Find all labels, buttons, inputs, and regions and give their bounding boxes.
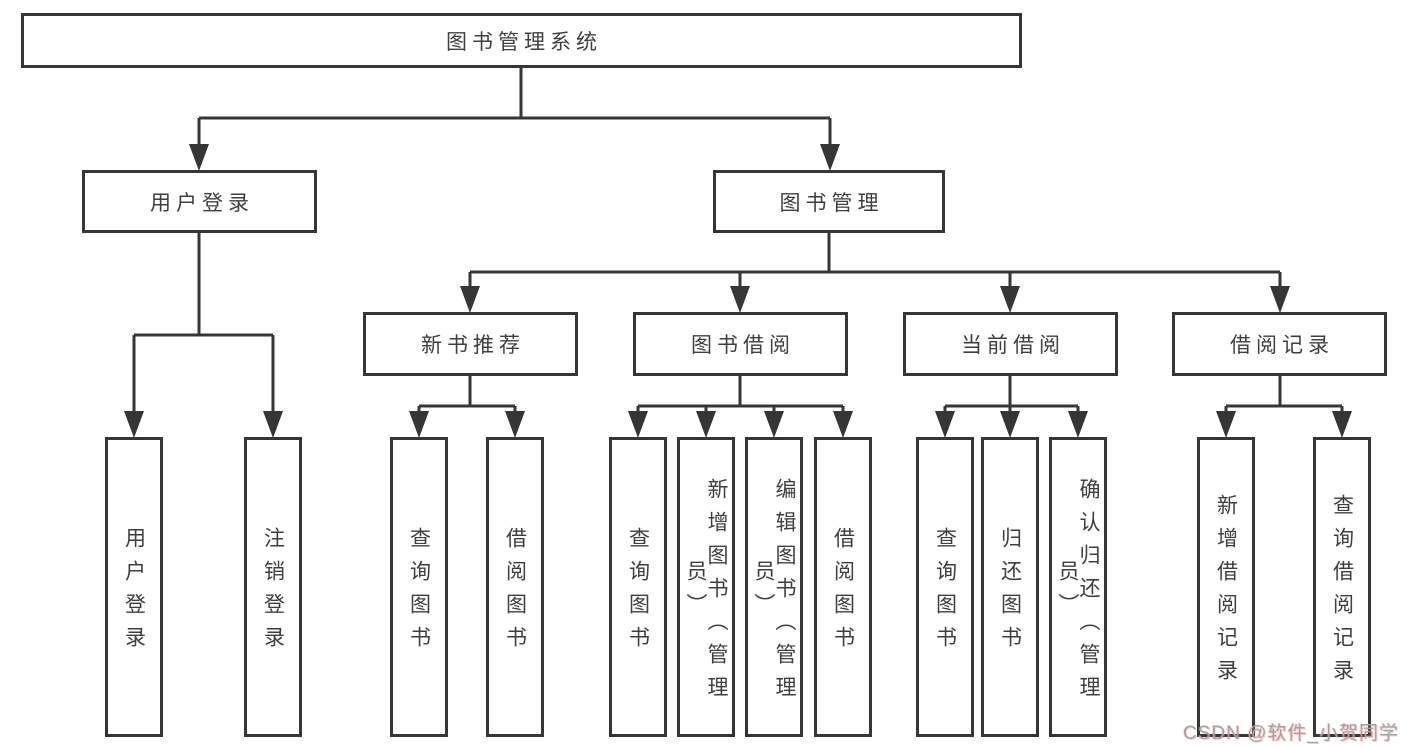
- leaf-records-add-borrow-record: 新增借阅记录: [1197, 437, 1255, 737]
- arrowhead-icons: [124, 144, 1352, 438]
- node-current-borrowing: 当前借阅: [903, 312, 1118, 376]
- leaf-borrowing-borrow-books: 借阅图书: [814, 437, 872, 737]
- leaf-current-query-books: 查询图书: [916, 437, 974, 737]
- leaf-current-confirm-return-admin: 确认归还（管理员）: [1049, 437, 1107, 737]
- node-new-book-recommendation: 新书推荐: [363, 312, 578, 376]
- node-library-management-system: 图书管理系统: [21, 13, 1022, 68]
- node-book-borrowing: 图书借阅: [633, 312, 848, 376]
- node-book-management-module: 图书管理: [713, 170, 945, 233]
- leaf-borrowing-edit-books-admin: 编辑图书（管理员）: [745, 437, 803, 737]
- leaf-recommend-borrow-books: 借阅图书: [486, 437, 544, 737]
- leaf-records-query-borrow-record: 查询借阅记录: [1313, 437, 1371, 737]
- node-borrowing-records: 借阅记录: [1172, 312, 1387, 376]
- node-user-login-module: 用户登录: [82, 170, 317, 233]
- leaf-user-login: 用户登录: [105, 437, 163, 737]
- leaf-recommend-query-books: 查询图书: [390, 437, 448, 737]
- leaf-borrowing-add-books-admin: 新增图书（管理员）: [677, 437, 735, 737]
- leaf-borrowing-query-books: 查询图书: [609, 437, 667, 737]
- leaf-logout: 注销登录: [244, 437, 302, 737]
- tree-edges: [132, 65, 1344, 414]
- leaf-current-return-books: 归还图书: [981, 437, 1039, 737]
